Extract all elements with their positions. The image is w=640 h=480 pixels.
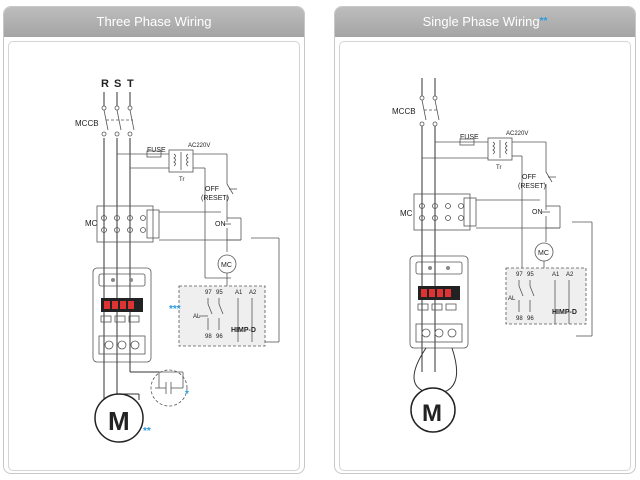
a2-label: A2 (249, 290, 257, 296)
sp-on-switch (542, 205, 561, 242)
himp-d-label: HIMP-D (231, 327, 256, 334)
sp-mccb-label: MCCB (392, 107, 416, 116)
mccb-label: MCCB (75, 119, 99, 128)
sp-himp-d-control-box (505, 267, 587, 325)
single-phase-motor (410, 387, 456, 433)
sp-mc-label: MC (400, 209, 413, 218)
t96-label: 96 (216, 334, 223, 340)
phase-r-label: R (101, 78, 109, 90)
off-switch (226, 176, 237, 218)
device-note-mark: *** (169, 304, 181, 315)
himp-d-terminals: 97 95 A1 A2 AL 98 96 (193, 290, 257, 342)
sp-transformer (487, 137, 513, 161)
single-phase-wiring-diagram: MCCB FUSE AC220V Tr (392, 78, 593, 433)
phase-t-label: T (127, 78, 134, 90)
ac220v-label: AC220V (188, 143, 210, 149)
sp-himp-device (409, 255, 469, 349)
sp-mc-coil-label: MC (538, 250, 549, 257)
sp-t96-label: 96 (527, 316, 534, 322)
himp-device (92, 267, 152, 363)
t98-label: 98 (205, 334, 212, 340)
three-phase-motor-label: M (108, 406, 130, 436)
sp-mccb-breaker (418, 95, 440, 127)
mccb-breaker (100, 105, 135, 138)
sp-fuse (459, 138, 475, 146)
ct-capacitor (155, 371, 184, 394)
sp-tr-label: Tr (496, 165, 501, 171)
single-phase-title-mark: ** (539, 16, 548, 27)
sp-himp-d-label: HIMP-D (552, 309, 577, 316)
three-phase-motor (94, 393, 144, 443)
sp-a2-label: A2 (566, 272, 574, 278)
tr-label: Tr (179, 177, 184, 183)
reset-label: (RESET) (201, 195, 229, 202)
single-phase-title-row: Single Phase Wiring** (335, 7, 635, 37)
t95-label: 95 (216, 290, 223, 296)
off-label: OFF (205, 186, 219, 193)
on-switch (223, 217, 242, 252)
sp-ac220v-label: AC220V (506, 131, 528, 137)
sp-a1-label: A1 (552, 272, 560, 278)
transformer (168, 149, 194, 173)
mc-label: MC (85, 219, 98, 228)
on-label: ON (215, 221, 226, 228)
a1-label: A1 (235, 290, 243, 296)
sp-t98-label: 98 (516, 316, 523, 322)
three-phase-wiring-diagram: R S T MCCB FUSE (75, 78, 280, 443)
single-phase-diagram-frame: MCCB FUSE AC220V Tr (339, 41, 631, 471)
sp-al-label: AL (508, 296, 516, 302)
motor-note-mark: ** (143, 426, 151, 437)
fuse (146, 150, 162, 158)
sp-t95-label: 95 (527, 272, 534, 278)
single-phase-title: Single Phase Wiring (422, 14, 540, 29)
single-phase-panel: Single Phase Wiring** MCCB FUSE (334, 6, 636, 474)
fuse-label: FUSE (147, 147, 166, 154)
mc-coil-label: MC (221, 262, 232, 269)
three-phase-panel: Three Phase Wiring R S T MCCB (3, 6, 305, 474)
t97-label: 97 (205, 290, 212, 296)
mc-contactor (96, 205, 160, 243)
sp-fuse-label: FUSE (460, 134, 479, 141)
sp-off-label: OFF (522, 174, 536, 181)
three-phase-diagram-frame: R S T MCCB FUSE (8, 41, 300, 471)
phase-s-label: S (114, 78, 121, 90)
sp-t97-label: 97 (516, 272, 523, 278)
sp-mc-contactor (413, 193, 477, 231)
three-phase-title: Three Phase Wiring (4, 7, 304, 37)
sp-himp-d-terminals: 97 95 A1 A2 AL 98 96 (508, 272, 574, 324)
sp-on-label: ON (532, 209, 543, 216)
single-phase-motor-label: M (422, 400, 442, 427)
sp-reset-label: (RESET) (518, 183, 546, 190)
himp-d-control-box (178, 285, 266, 347)
single-phase-lines (421, 78, 436, 372)
al-label: AL (193, 314, 201, 320)
phase-lines (103, 92, 131, 372)
ct-dashed-circle (150, 369, 188, 407)
sp-off-switch (545, 164, 556, 206)
ct-note-mark: * (185, 389, 189, 400)
